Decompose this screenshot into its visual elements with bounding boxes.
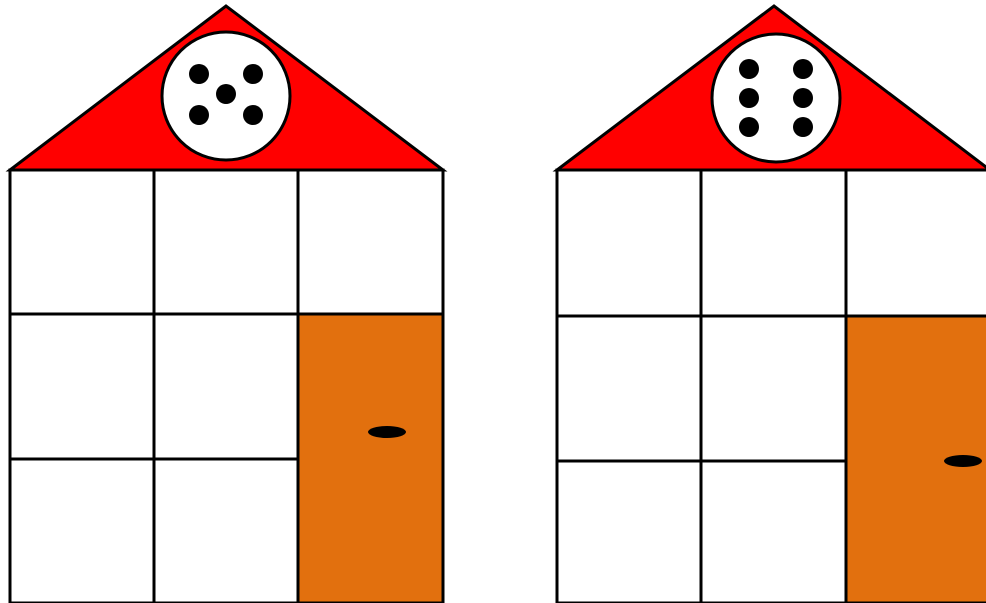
window-cell xyxy=(701,316,846,461)
door-knob-house-five[interactable] xyxy=(368,426,406,438)
window-cell xyxy=(557,461,701,603)
pip-3 xyxy=(216,84,236,104)
window-cell xyxy=(154,170,298,314)
window-cell xyxy=(298,170,443,314)
pip-3 xyxy=(739,88,759,108)
window-cell xyxy=(154,314,298,459)
pip-5 xyxy=(739,117,759,137)
window-cell xyxy=(10,314,154,459)
pip-2 xyxy=(793,59,813,79)
pip-5 xyxy=(243,105,263,125)
die-face-house-six xyxy=(712,34,840,162)
window-cell xyxy=(701,461,846,603)
grid-house-five xyxy=(10,170,443,603)
house-five xyxy=(10,6,443,603)
window-cell xyxy=(557,316,701,461)
window-cell xyxy=(154,459,298,603)
window-cell xyxy=(846,170,986,316)
window-cell xyxy=(557,170,701,316)
pip-6 xyxy=(793,117,813,137)
window-cell xyxy=(701,170,846,316)
pip-4 xyxy=(793,88,813,108)
door-knob-house-six[interactable] xyxy=(944,455,982,467)
pip-4 xyxy=(189,105,209,125)
door-house-five[interactable] xyxy=(298,314,443,603)
grid-house-six xyxy=(557,170,986,603)
house-six xyxy=(557,6,986,603)
pip-2 xyxy=(243,64,263,84)
pip-1 xyxy=(739,59,759,79)
window-cell xyxy=(10,459,154,603)
pip-1 xyxy=(189,64,209,84)
window-cell xyxy=(10,170,154,314)
